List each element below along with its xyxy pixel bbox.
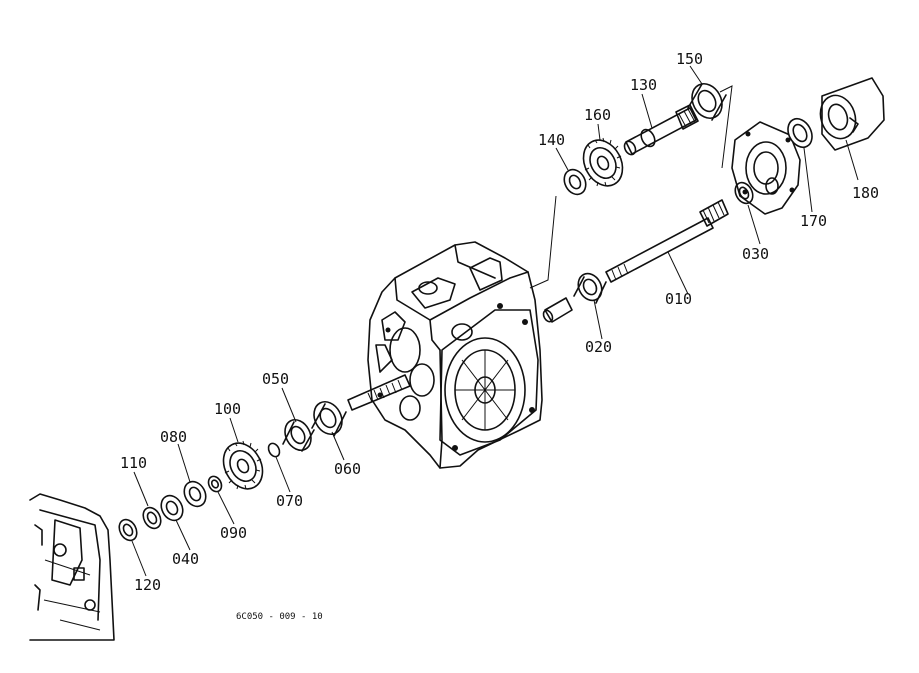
front-housing-fragment [29, 493, 115, 641]
drawing-code: 6C050 - 009 - 10 [236, 612, 323, 622]
callout-130: 130 [630, 76, 658, 94]
main-shaft [605, 199, 729, 283]
shaft-stub [347, 374, 411, 411]
callout-060: 060 [334, 460, 362, 478]
callout-030: 030 [742, 245, 770, 263]
callout-150: 150 [676, 50, 704, 68]
callout-010: 010 [665, 290, 693, 308]
bearing-050 [282, 418, 315, 452]
rear-cover [731, 121, 801, 215]
gear-100 [222, 440, 264, 490]
assembly-guide-lines [529, 85, 733, 289]
callout-070: 070 [276, 492, 304, 510]
callout-170: 170 [800, 212, 828, 230]
callout-160: 160 [584, 106, 612, 124]
leader-lines [131, 65, 859, 577]
callout-090: 090 [220, 524, 248, 542]
callout-020: 020 [585, 338, 613, 356]
transmission-case [367, 241, 543, 469]
callout-140: 140 [538, 131, 566, 149]
snap-ring-070 [267, 442, 281, 458]
pto-housing-180 [819, 77, 885, 151]
bearing-040 [160, 494, 184, 522]
callout-050: 050 [262, 370, 290, 388]
bearing-020 [573, 272, 607, 304]
callout-110: 110 [120, 454, 148, 472]
callout-180: 180 [852, 184, 880, 202]
seal-170 [787, 117, 813, 149]
callout-120: 120 [134, 576, 162, 594]
shaft-130 [623, 104, 699, 156]
bearing-060 [311, 400, 347, 437]
callout-100: 100 [214, 400, 242, 418]
seal-120 [118, 518, 138, 542]
callout-080: 080 [160, 428, 188, 446]
collar-090 [207, 475, 223, 493]
callout-040: 040 [172, 550, 200, 568]
bearing-150 [687, 83, 727, 121]
gear-080 [183, 480, 207, 508]
gear-160 [582, 137, 624, 187]
coupling [542, 297, 573, 323]
washer-110 [142, 506, 162, 530]
bearing-140 [563, 168, 587, 196]
